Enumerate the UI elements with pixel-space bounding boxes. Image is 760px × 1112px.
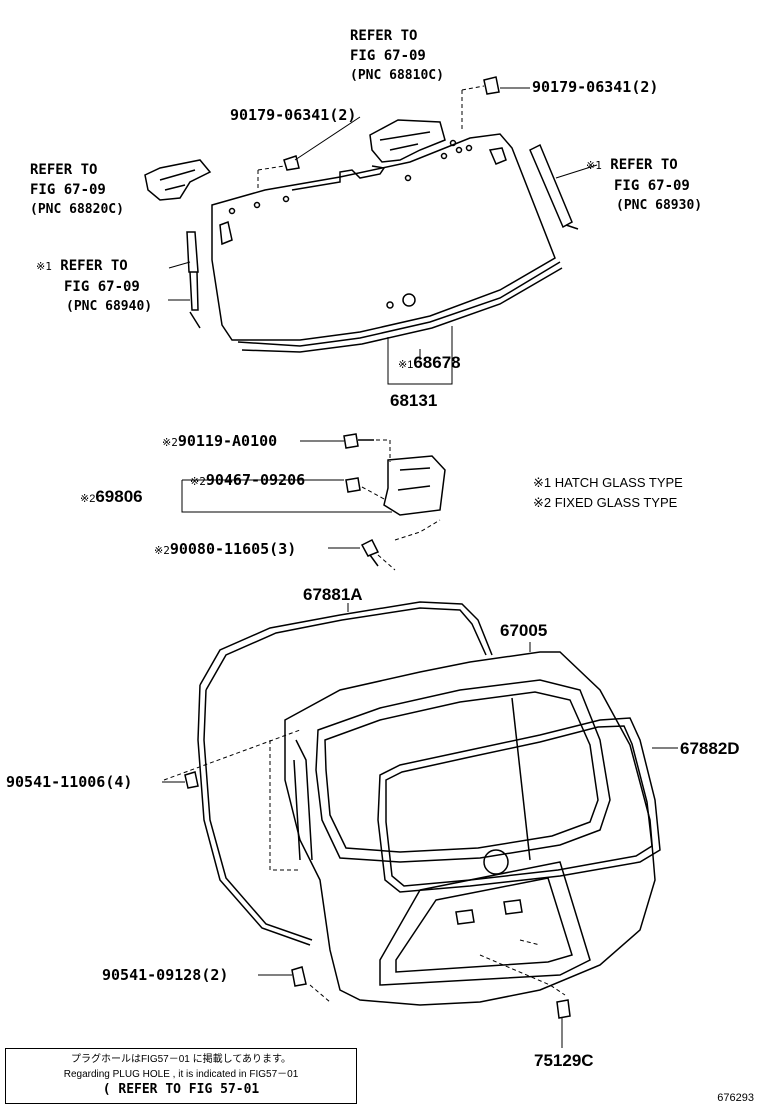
part-label: 68131	[390, 391, 438, 410]
part-label: 67881A	[303, 585, 363, 604]
bolt-90080-shape	[360, 538, 380, 567]
part-90467: 90467-09206	[205, 471, 306, 489]
part-label: 75129C	[534, 1051, 594, 1070]
ref-right-line3: (PNC 68930)	[616, 198, 703, 213]
mark-1: ※1	[36, 260, 52, 273]
ref-left-line1: REFER TO	[30, 162, 98, 178]
part-label: ※290080-11605(3)	[154, 542, 296, 557]
part-label: ※168678	[398, 354, 461, 371]
note-line-3: ( REFER TO FIG 57-01	[102, 1082, 260, 1097]
part-label: 90541-09128(2)	[102, 966, 229, 984]
ref-top-line1: REFER TO	[350, 28, 418, 44]
ref-right-line2: FIG 67-09	[614, 178, 690, 194]
figure-number: 676293	[717, 1092, 754, 1104]
legend-item-1: ※1 HATCH GLASS TYPE	[533, 475, 683, 490]
part-90080: 90080-11605(3)	[169, 540, 297, 558]
ref-left-stay: ※1 REFER TO FIG 67-09 (PNC 68940)	[36, 256, 152, 317]
ref-top-line2: FIG 67-09	[350, 48, 426, 64]
legend-item-2: ※2 FIXED GLASS TYPE	[533, 495, 678, 510]
part-label: ※290119-A0100	[162, 434, 277, 449]
ref-left-line3: (PNC 68820C)	[30, 202, 124, 217]
ref-right: ※1 REFER TO FIG 67-09 (PNC 68930)	[586, 155, 702, 216]
fixed-hinge	[383, 455, 446, 516]
bolt-90119-shape	[343, 433, 374, 449]
note-line-1: プラグホールはFIG57－01 に掲載してあります。	[70, 1054, 292, 1065]
right-gas-stay	[529, 143, 579, 230]
ref-left-line2: FIG 67-09	[30, 182, 106, 198]
part-label: 67005	[500, 621, 548, 640]
part-label: 90179-06341(2)	[532, 78, 659, 96]
weatherstrip-outer-shape	[197, 601, 493, 946]
note-line-2: Regarding PLUG HOLE , it is indicated in…	[63, 1069, 299, 1080]
part-label: 90179-06341(2)	[230, 106, 357, 124]
plug-hole-note: プラグホールはFIG57－01 に掲載してあります。 Regarding PLU…	[5, 1048, 357, 1104]
part-label: ※290467-09206	[190, 473, 305, 488]
part-90119: 90119-A0100	[177, 432, 278, 450]
part-label: 67882D	[680, 739, 740, 758]
back-door-shape	[284, 651, 656, 1006]
ref-left-stay-line1: REFER TO	[60, 258, 128, 274]
ref-left-stay-line3: (PNC 68940)	[66, 299, 153, 314]
mark-2: ※2	[80, 493, 96, 505]
part-label: 90541-11006(4)	[6, 773, 133, 791]
part-label: ※269806	[80, 488, 143, 505]
left-hinge	[144, 159, 212, 201]
glass-lower-strip	[237, 261, 563, 353]
plate-75129c-shape	[556, 999, 571, 1019]
cushion-lower-shape	[291, 966, 307, 987]
weatherstrip-inner-shape	[377, 717, 661, 893]
ref-left-stay-line2: FIG 67-09	[64, 279, 140, 295]
mark-1: ※1	[586, 159, 602, 172]
top-hinge	[369, 119, 446, 163]
mark-2: ※2	[154, 544, 170, 557]
ref-left: REFER TO FIG 67-09 (PNC 68820C)	[30, 160, 124, 220]
ref-top: REFER TO FIG 67-09 (PNC 68810C)	[350, 26, 444, 86]
part-68678: 68678	[413, 353, 461, 372]
mark-2: ※2	[190, 475, 206, 488]
ref-top-line3: (PNC 68810C)	[350, 68, 444, 83]
bolt-90467-shape	[345, 477, 361, 493]
left-gas-stay	[186, 231, 201, 329]
mark-2: ※2	[162, 436, 178, 449]
mark-1: ※1	[398, 359, 414, 371]
part-69806: 69806	[95, 487, 143, 506]
ref-right-line1: REFER TO	[610, 157, 678, 173]
rear-glass	[211, 133, 556, 341]
cushion-upper-shape	[184, 771, 199, 789]
